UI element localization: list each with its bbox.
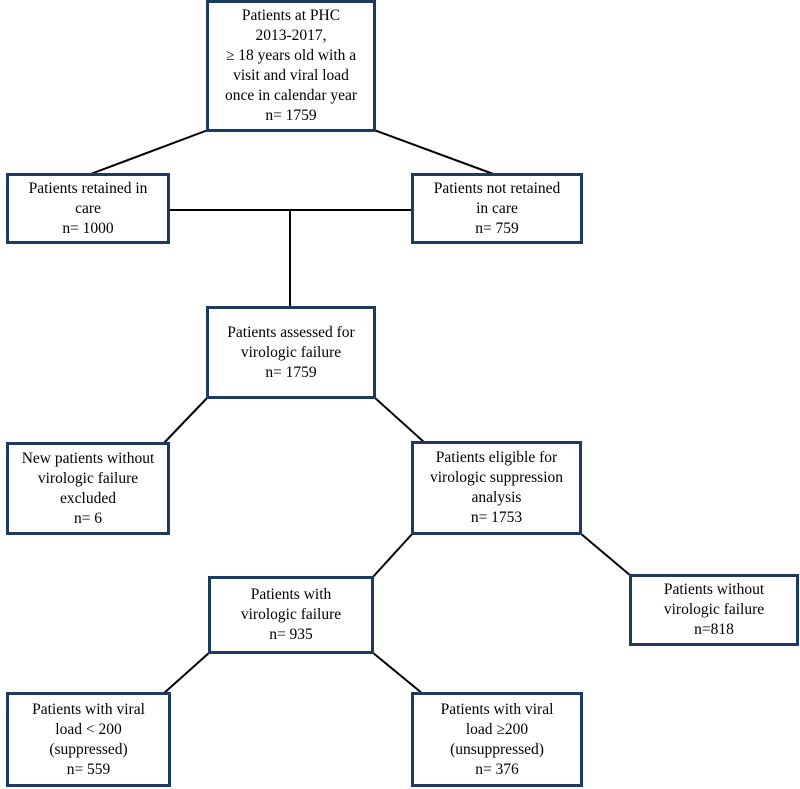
node-text-line: once in calendar year [224, 87, 358, 104]
node-text-line: n= 935 [269, 626, 313, 643]
node-text-line: load ≥200 [465, 720, 529, 738]
link-root-retained [87, 129, 209, 176]
node-text-line: n= 1759 [265, 107, 317, 124]
node-eligible: Patients eligible for virologic suppressi… [411, 441, 582, 535]
link-eligible-failure [371, 532, 414, 579]
node-text-line: (unsuppressed) [450, 740, 544, 758]
node-excluded: New patients without virologic failure exc… [6, 442, 170, 535]
node-text-line: n= 759 [475, 219, 519, 237]
node-text-line: n= 1753 [470, 509, 523, 526]
node-text-line: virologic failure [663, 601, 765, 618]
node-failure: Patients with virologic failure n= 935 [208, 576, 374, 654]
node-text-line: n= 6 [73, 509, 103, 527]
node-unsuppressed: Patients with viral load ≥200 (unsuppresse… [411, 692, 583, 787]
node-assessed: Patients assessed for virologic failure n=… [206, 306, 376, 399]
node-text-line: ≥ 18 years old with a [225, 47, 357, 64]
link-assessed-eligible [373, 396, 426, 444]
node-root: Patients at PHC 2013-2017, ≥ 18 years old … [206, 0, 376, 132]
node-text-line: care [75, 199, 101, 217]
node-text-line: Patients with viral [440, 700, 554, 718]
node-text-line: n= 559 [66, 760, 111, 778]
node-text-line: virologic failure [37, 469, 139, 487]
node-text-line: Patients not retained [433, 179, 561, 197]
node-text-line: Patients with viral [32, 700, 145, 718]
node-text-line: Patients assessed for [227, 323, 355, 341]
node-no-failure: Patients without virologic failure n=818 [629, 574, 799, 646]
node-retained: Patients retained in care n= 1000 [6, 173, 170, 244]
node-text-line: n=818 [694, 621, 734, 638]
node-text-line: virologic failure [240, 606, 342, 623]
node-text-line: Patients at PHC [241, 7, 341, 24]
node-text-line: analysis [471, 489, 522, 506]
node-text-line: Patients retained in [28, 179, 148, 197]
link-assessed-excluded [162, 396, 209, 445]
link-failure-suppressed [162, 651, 211, 695]
node-text-line: New patients without [21, 449, 155, 467]
node-text-line: n= 1000 [62, 219, 114, 237]
node-text-line: in care [476, 199, 518, 217]
node-text-line: virologic suppression [429, 469, 564, 486]
node-text-line: n= 1759 [265, 363, 317, 381]
link-eligible-no-failure [579, 532, 632, 577]
node-text-line: (suppressed) [49, 740, 128, 758]
node-text-line: visit and viral load [233, 67, 349, 84]
node-text-line: Patients without [663, 581, 765, 598]
node-text-line: n= 376 [475, 760, 519, 778]
link-root-not-retained [373, 129, 497, 176]
link-failure-unsuppressed [371, 651, 424, 695]
node-not-retained: Patients not retained in care n= 759 [411, 173, 583, 244]
node-suppressed: Patients with viral load < 200 (suppressed… [6, 692, 171, 787]
node-text-line: Patients eligible for [435, 449, 558, 466]
node-text-line: load < 200 [55, 720, 122, 738]
node-text-line: virologic failure [240, 343, 342, 361]
node-text-line: Patients with [250, 586, 332, 603]
node-text-line: excluded [60, 489, 116, 507]
node-text-line: 2013-2017, [255, 27, 327, 44]
